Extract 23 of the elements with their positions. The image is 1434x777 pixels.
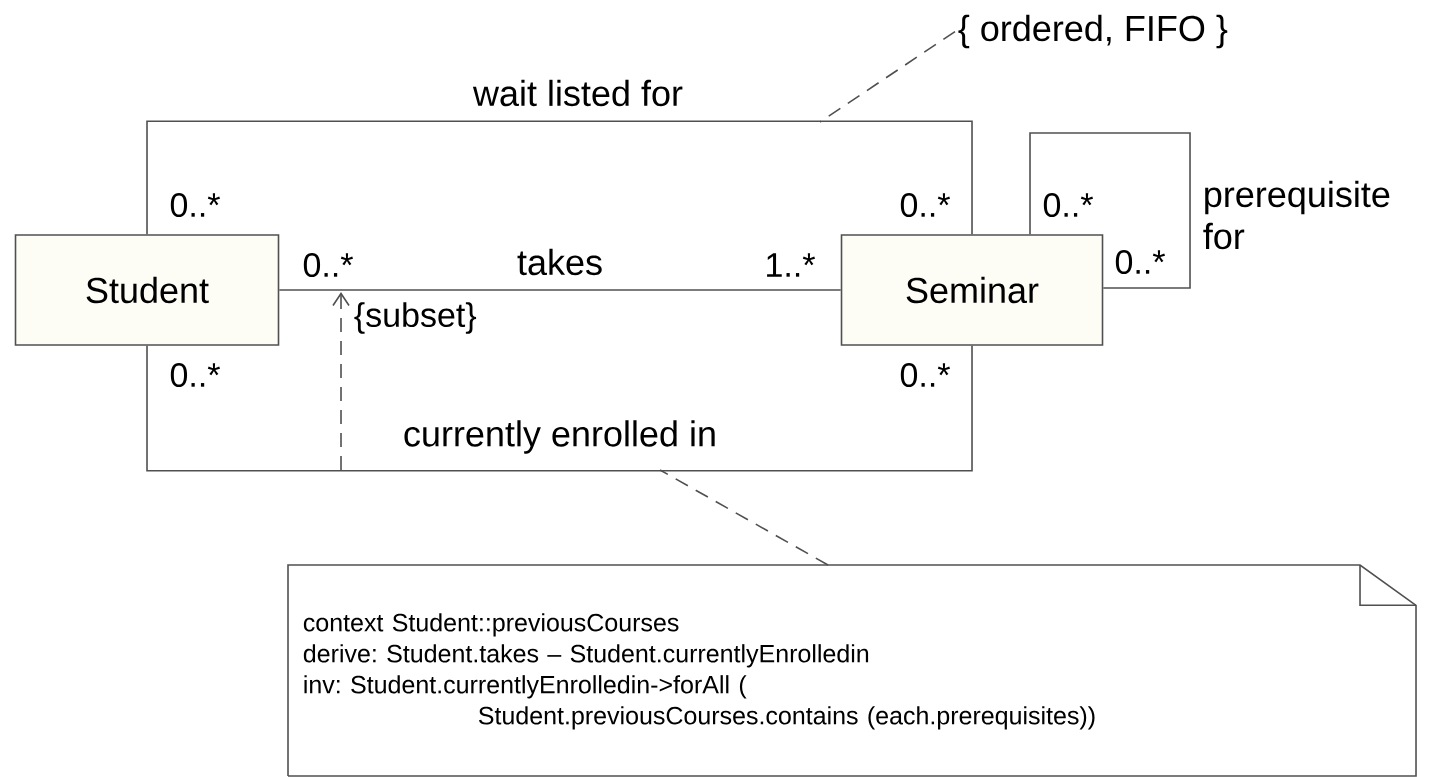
leader-line bbox=[659, 469, 829, 566]
edge-label: wait listed for bbox=[472, 79, 683, 107]
association-line bbox=[146, 120, 973, 235]
edge-label: takes bbox=[517, 248, 602, 276]
constraint-text: {subset} bbox=[354, 302, 477, 334]
association-line bbox=[278, 289, 842, 291]
multiplicity-label: 0..* bbox=[900, 192, 950, 218]
edge-label: currently enrolled in bbox=[404, 420, 715, 454]
constraint-text: { ordered, FIFO } bbox=[958, 14, 1228, 49]
multiplicity-label: 0..* bbox=[303, 252, 353, 278]
association-line bbox=[1029, 132, 1191, 289]
multiplicity-label: 0..* bbox=[900, 362, 950, 388]
edge-label: prerequisite for bbox=[1203, 180, 1390, 250]
leader-line bbox=[819, 30, 956, 123]
multiplicity-label: 0..* bbox=[1043, 192, 1093, 218]
multiplicity-label: 0..* bbox=[170, 362, 220, 388]
multiplicity-label: 0..* bbox=[170, 192, 220, 218]
note-box: context Student::previousCourses derive: Student.takes – Student.currentlyEnrolledin inv: Student.currentlyEnrolledin->forAll ( Student.previousCourses.contains (each.prerequisites)) bbox=[287, 564, 1417, 777]
multiplicity-label: 1..* bbox=[767, 253, 815, 277]
class-box: Seminar bbox=[840, 234, 1104, 346]
class-box: Student bbox=[14, 234, 280, 346]
association-line bbox=[146, 345, 973, 472]
multiplicity-label: 0..* bbox=[1115, 249, 1165, 275]
